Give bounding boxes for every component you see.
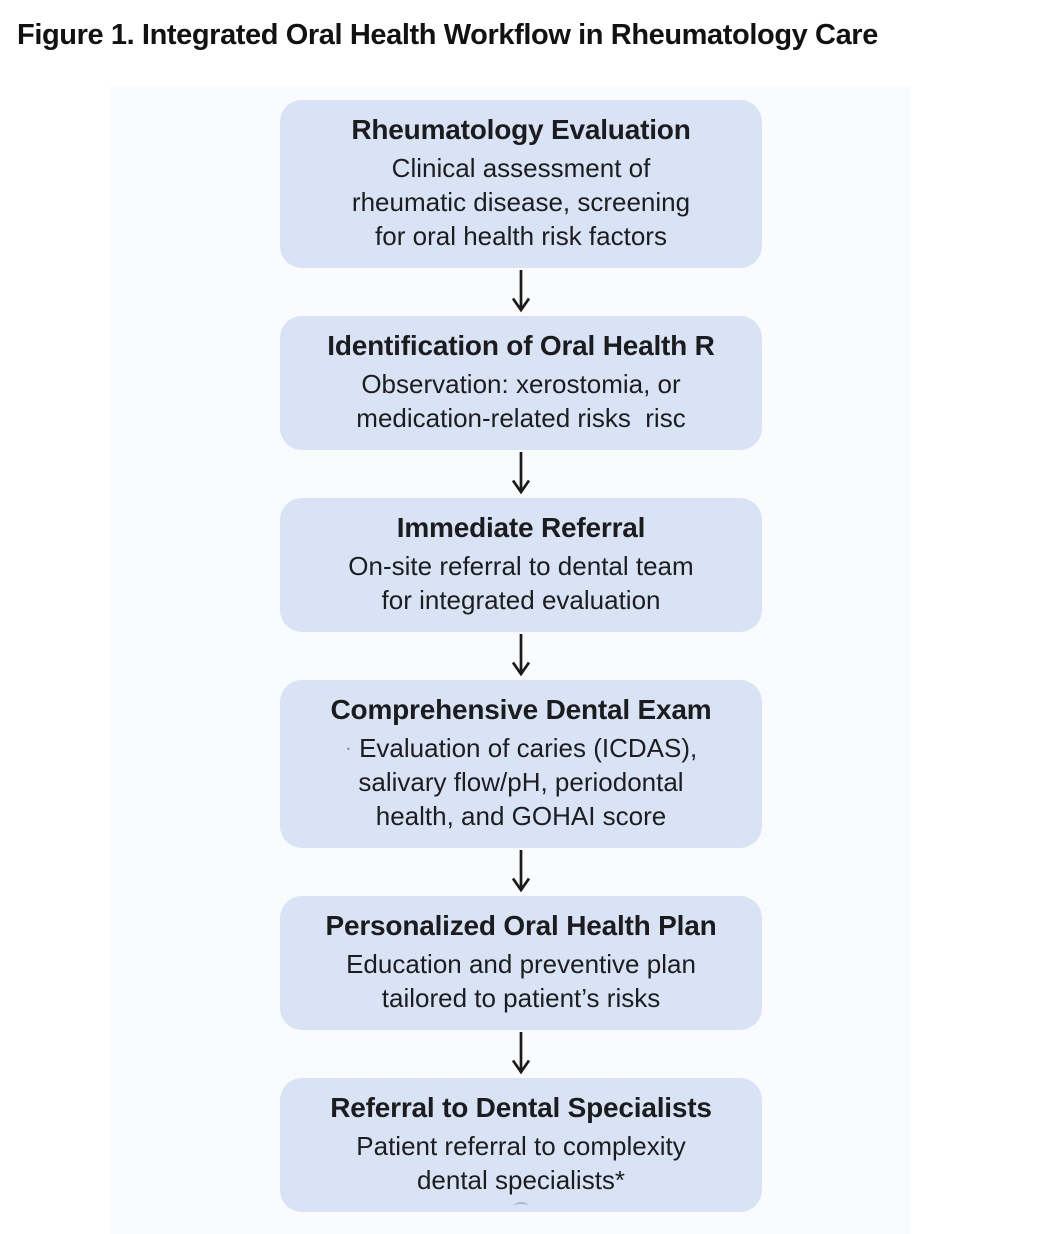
step-line-text: Evaluation of caries (ICDAS), bbox=[359, 733, 698, 763]
figure-title: Figure 1. Integrated Oral Health Workflo… bbox=[17, 19, 878, 51]
step-line: for oral health risk factors bbox=[375, 221, 667, 251]
down-arrow-icon bbox=[511, 452, 531, 495]
step-line: dental specialists* bbox=[416, 1165, 626, 1195]
step-line: tailored to patient’s risks bbox=[381, 983, 661, 1013]
step-heading: Comprehensive Dental Exam bbox=[330, 694, 712, 725]
step-line: salivary flow/pH, periodontal bbox=[358, 767, 684, 797]
step-line: medication-related risks risc bbox=[356, 403, 686, 433]
step-heading: Identification of Oral Health R bbox=[327, 330, 715, 361]
step-box-personalized-oral-health-plan: Personalized Oral Health Plan Education … bbox=[280, 896, 762, 1030]
down-arrow-icon bbox=[511, 634, 531, 677]
step-heading: Immediate Referral bbox=[396, 512, 646, 543]
step-heading: Rheumatology Evaluation bbox=[351, 114, 691, 145]
step-box-immediate-referral: Immediate Referral On-site referral to d… bbox=[280, 498, 762, 632]
step-box-identification-of-risks: Identification of Oral Health R Observat… bbox=[280, 316, 762, 450]
step-line: rheumatic disease, screening bbox=[351, 187, 691, 217]
step-heading: Personalized Oral Health Plan bbox=[325, 910, 717, 941]
step-line: Education and preventive plan bbox=[346, 949, 696, 979]
flowchart: Rheumatology Evaluation Clinical assessm… bbox=[280, 100, 762, 1212]
step-line: Observation: xerostomia, or bbox=[361, 369, 681, 399]
down-arrow-icon bbox=[511, 270, 531, 313]
down-arrow-icon bbox=[511, 850, 531, 893]
step-line: Patient referral to complexity bbox=[356, 1131, 686, 1161]
step-box-referral-to-dental-specialists: Referral to Dental Specialists Patient r… bbox=[280, 1078, 762, 1212]
step-box-comprehensive-dental-exam: Comprehensive Dental Exam ·Evaluation of… bbox=[280, 680, 762, 848]
step-box-rheumatology-evaluation: Rheumatology Evaluation Clinical assessm… bbox=[280, 100, 762, 268]
faint-bullet-dot: · bbox=[344, 735, 353, 760]
step-line: On-site referral to dental team bbox=[348, 551, 694, 581]
step-line: for integrated evaluation bbox=[381, 585, 661, 615]
partial-arrow-stub bbox=[514, 1202, 528, 1210]
step-line: ·Evaluation of caries (ICDAS), bbox=[288, 731, 754, 765]
flowchart-background-panel bbox=[110, 86, 911, 1234]
down-arrow-icon bbox=[511, 1032, 531, 1075]
step-line: Clinical assessment of bbox=[391, 153, 651, 183]
step-line: health, and GOHAI score bbox=[375, 801, 667, 831]
step-heading: Referral to Dental Specialists bbox=[330, 1092, 712, 1123]
